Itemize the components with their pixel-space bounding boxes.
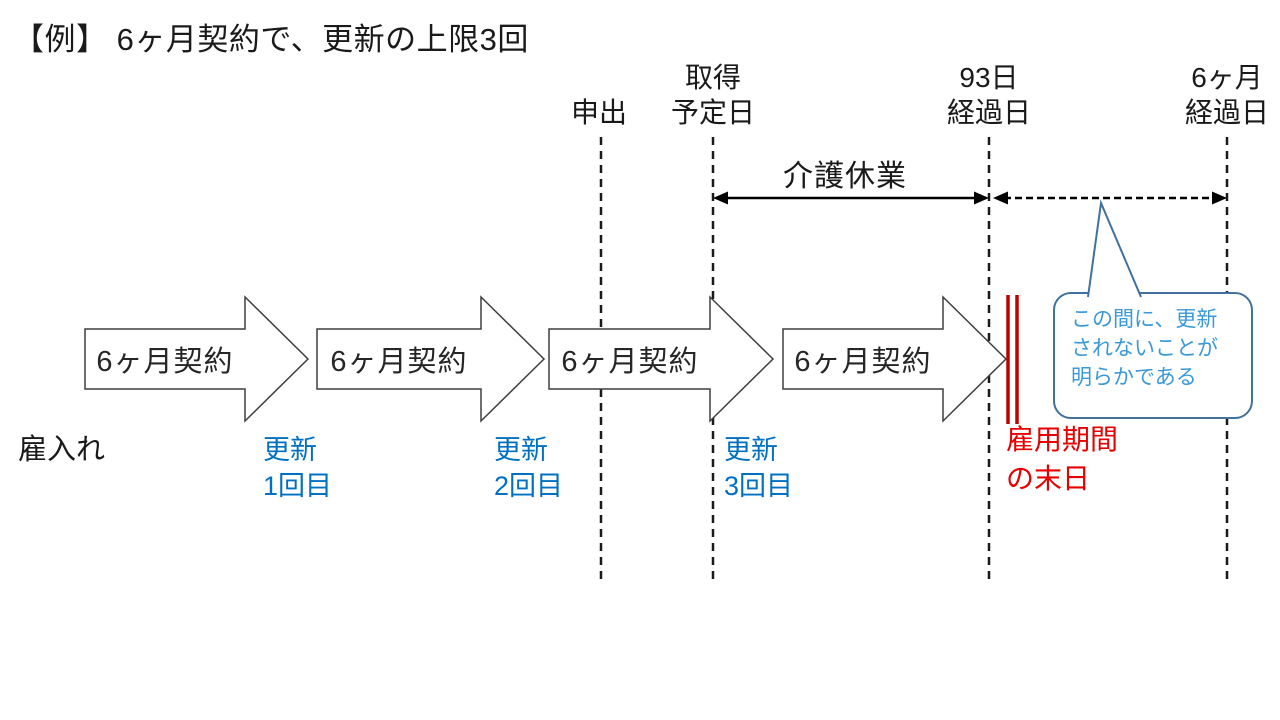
marker-label-93days: 93日 経過日 [946,62,1032,128]
contract-label-1: 6ヶ月契約 [96,346,234,378]
hire-label: 雇入れ [18,434,106,466]
arrowhead-right-icon [974,191,989,205]
renewal-label-2: 更新 2回目 [494,435,564,501]
marker-label-6months: 6ヶ月 経過日 [1184,62,1270,128]
contract-label-2: 6ヶ月契約 [330,346,468,378]
arrowhead-right-icon [1212,191,1227,205]
renewal-label-3: 更新 3回目 [724,435,794,501]
page-title: 【例】 6ヶ月契約で、更新の上限3回 [13,22,529,57]
employment-end-label: 雇用期間 の末日 [1006,424,1119,494]
marker-label-start-date: 取得 予定日 [670,62,756,128]
arrowhead-left-icon [993,191,1008,205]
callout-bubble: この間に、更新 されないことが 明らかである [1053,292,1253,419]
contract-label-4: 6ヶ月契約 [794,346,932,378]
contract-label-3: 6ヶ月契約 [561,346,699,378]
renewal-label-1: 更新 1回目 [263,435,333,501]
employment-end-double-line [1006,295,1019,424]
care-leave-label: 介護休業 [783,160,907,193]
arrowhead-left-icon [713,191,728,205]
post-93days-dashed-span-arrow [993,191,1227,205]
marker-label-application: 申出 [570,97,628,128]
